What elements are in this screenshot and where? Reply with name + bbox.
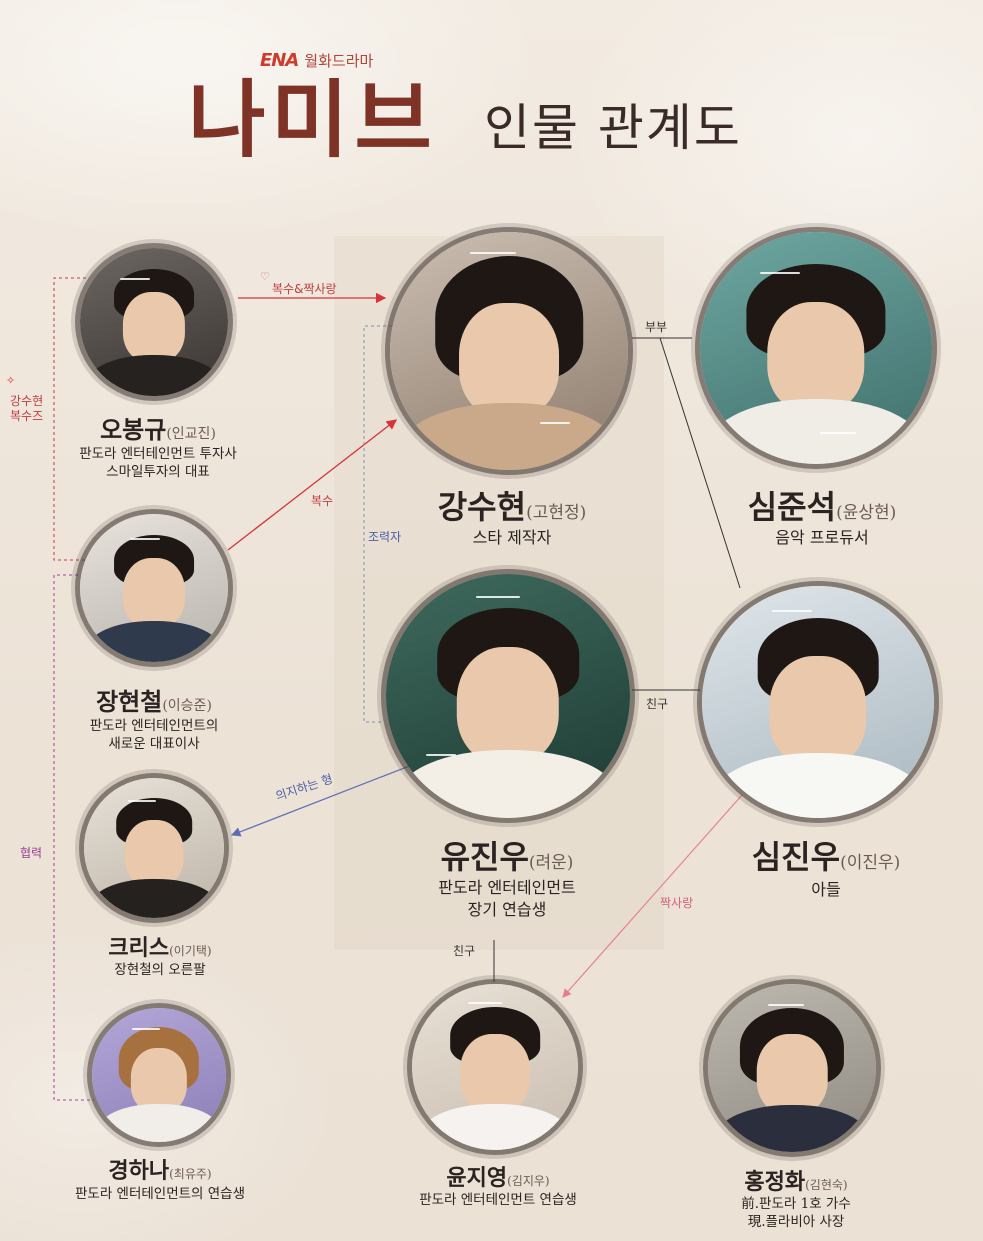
portrait-yoon-jiyoung (412, 984, 578, 1150)
label-revenge-group-1: 강수현 (10, 394, 44, 408)
desc-jang-2: 새로운 대표이사 (108, 736, 200, 752)
network-logo: ENA (260, 49, 299, 71)
portrait-oh-bonggyu (80, 248, 228, 396)
name-hong: 홍정화(김현숙) (744, 1169, 848, 1195)
name-oh: 오봉규(인교진) (100, 415, 216, 444)
label-revenge-group-2: 복수즈 (10, 409, 44, 423)
desc-hong-1: 前.판도라 1호 가수 (741, 1196, 851, 1212)
portrait-jang-hyeoncheol (80, 514, 228, 662)
time-slot: 월화드라마 (304, 51, 374, 70)
portrait-shim-jinwoo (702, 586, 934, 818)
name-chris: 크리스(이기택) (108, 935, 212, 961)
label-cooperate: 협력 (20, 846, 43, 860)
portrait-chris (84, 778, 224, 918)
portrait-kyung-hana (92, 1008, 226, 1142)
desc-jang-1: 판도라 엔터테인먼트의 (89, 718, 219, 734)
label-friend-1: 친구 (646, 697, 669, 711)
name-kang: 강수현(고현정) (437, 488, 587, 526)
drama-title: 나미브 (188, 70, 438, 169)
name-shimjw: 심진우(이진우) (751, 838, 901, 876)
desc-yoo-2: 장기 연습생 (467, 900, 547, 919)
desc-chris: 장현철의 오른팔 (114, 962, 206, 978)
name-jang: 장현철(이승준) (96, 687, 212, 716)
label-helper: 조력자 (368, 530, 402, 544)
heart-icon: ♡ (260, 270, 270, 283)
portrait-hong-junghwa (708, 984, 876, 1152)
broadcast-brand: ENA 월화드라마 (260, 49, 374, 71)
portrait-yoo-jinwoo (386, 574, 630, 818)
label-friend-2: 친구 (453, 944, 476, 958)
sparkle-icon: ✧ (6, 374, 16, 387)
name-yoon: 윤지영(김지우) (446, 1165, 550, 1191)
desc-kyung: 판도라 엔터테인먼트의 연습생 (74, 1186, 246, 1202)
portrait-shim-junseok (700, 232, 932, 464)
desc-hong-2: 現.플라비아 사장 (747, 1214, 845, 1230)
line-rely (230, 764, 413, 837)
desc-oh-2: 스마일투자의 대표 (106, 464, 210, 480)
desc-oh-1: 판도라 엔터테인먼트 투자사 (79, 446, 237, 462)
line-crush (562, 794, 743, 998)
label-crush: 짝사랑 (660, 896, 694, 910)
name-kyung: 경하나(최유주) (108, 1158, 212, 1184)
desc-yoon: 판도라 엔터테인먼트 연습생 (419, 1192, 577, 1208)
line-revenge-group (53, 277, 88, 561)
desc-shimjw: 아들 (811, 880, 841, 899)
label-revenge: 복수 (311, 494, 334, 508)
line-helper (363, 325, 398, 723)
label-couple: 부부 (645, 320, 668, 334)
name-shimjs: 심준석(윤상현) (747, 488, 897, 526)
desc-kang: 스타 제작자 (472, 528, 552, 547)
desc-yoo-1: 판도라 엔터테인먼트 (438, 878, 576, 897)
line-son (659, 337, 741, 589)
label-revenge-crush: 복수&짝사랑 (272, 282, 337, 296)
portrait-kang-suhyun (390, 232, 628, 470)
line-jang-kang (227, 419, 398, 551)
chart-subtitle: 인물 관계도 (484, 99, 742, 157)
desc-shimjs: 음악 프로듀서 (775, 528, 869, 547)
line-cooperate-group (53, 574, 94, 1101)
name-yoo: 유진우(려운) (440, 838, 574, 876)
